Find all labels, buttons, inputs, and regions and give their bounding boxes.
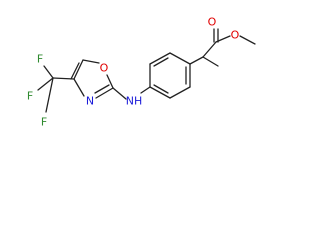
oxazole-c5-c4-double — [70, 62, 80, 80]
atom-f3: F — [41, 116, 47, 129]
benzene-bond-2 — [169, 86, 191, 99]
bond-c-alpha — [202, 41, 217, 58]
benzene-inner-2 — [153, 84, 169, 94]
bond-c4-cf3 — [52, 77, 75, 80]
bond-cf3-f1 — [43, 65, 54, 79]
bond-lines — [37, 28, 256, 113]
oxazole-n-c2 — [95, 87, 114, 99]
oxazole-n-c2-double — [94, 84, 110, 94]
atom-o-oxazole: O — [100, 62, 109, 75]
bond-alpha-ring — [189, 56, 204, 65]
bond-alpha-methyl — [202, 56, 219, 67]
benzene-inner-3 — [153, 57, 169, 67]
atom-labels: O O O N NH F F F — [27, 16, 240, 129]
bond-c-oester — [215, 35, 231, 43]
bond-cf3-f3 — [45, 77, 54, 113]
bond-nh-c2 — [112, 87, 127, 100]
atom-nh: NH — [126, 95, 143, 108]
atom-f1: F — [37, 53, 43, 66]
benzene-bond-3 — [149, 86, 171, 99]
benzene-bond-5 — [149, 52, 171, 65]
atom-f2: F — [27, 90, 33, 103]
bond-cf3-f2 — [37, 77, 54, 91]
bond-ring-nh — [140, 86, 151, 94]
bond-oester-methyl — [239, 35, 256, 45]
oxazole-c5-c4 — [73, 59, 84, 80]
oxazole-c2-o — [106, 74, 114, 89]
oxazole-c4-n — [73, 78, 85, 97]
atom-n-oxazole: N — [86, 95, 94, 108]
molecule-drawing: O O O N NH F F F — [27, 16, 256, 129]
atom-o-carbonyl: O — [208, 16, 217, 29]
atom-o-ester: O — [231, 29, 240, 42]
benzene-bond-6 — [169, 52, 191, 65]
oxazole-o-c5 — [82, 59, 100, 64]
chemical-structure-diagram: O O O N NH F F F — [0, 0, 270, 142]
